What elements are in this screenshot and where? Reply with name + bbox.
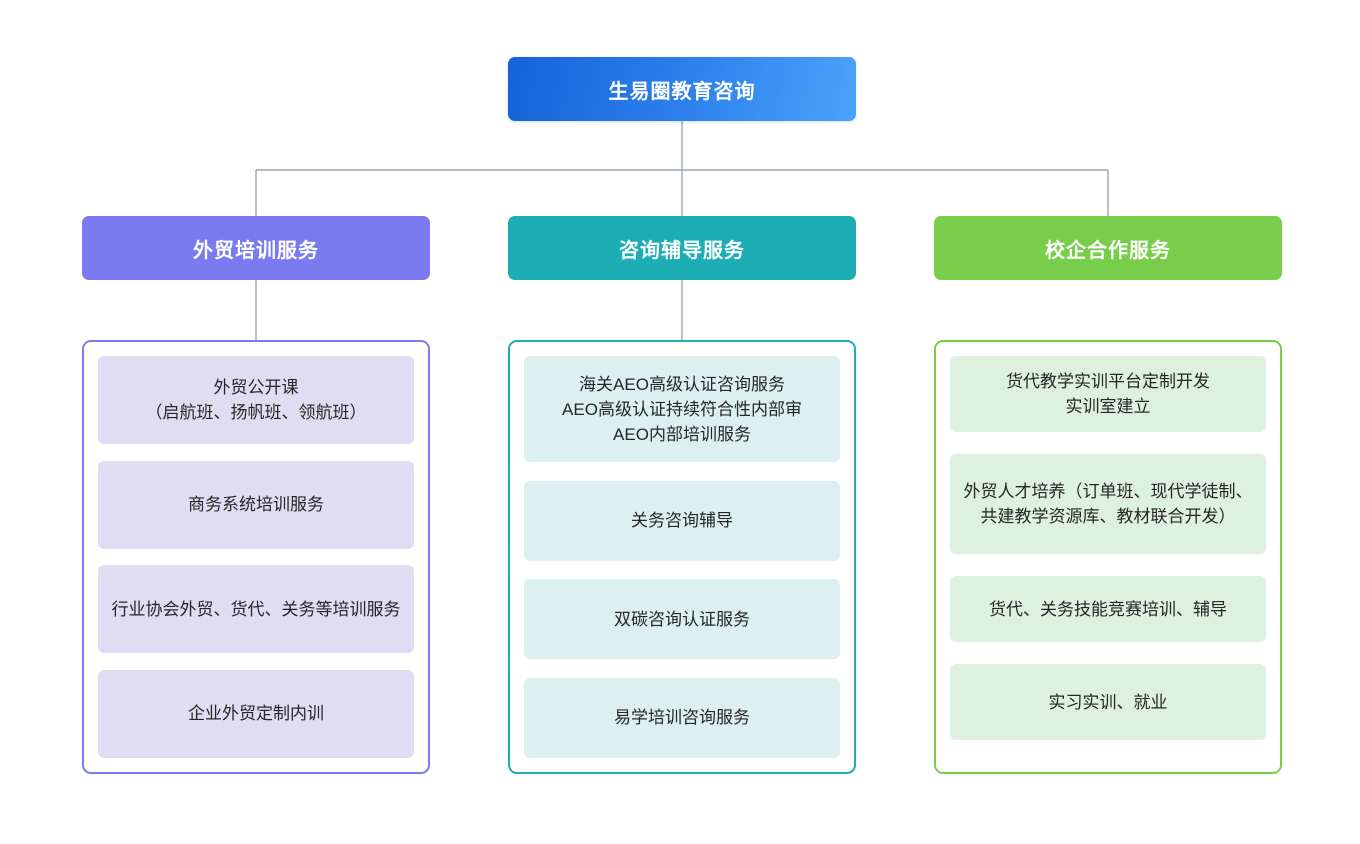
branch-header-waimao-peixun[interactable]: 外贸培训服务 [82,216,430,280]
branch-items-container-xiaoqi-hezuo: 货代教学实训平台定制开发 实训室建立 外贸人才培养（订单班、现代学徒制、共建教学… [934,340,1282,774]
branch-header-label: 校企合作服务 [1045,239,1171,262]
branch-header-xiaoqi-hezuo[interactable]: 校企合作服务 [934,216,1282,280]
leaf-item[interactable]: 货代、关务技能竞赛培训、辅导 [950,576,1266,642]
branch-header-label: 咨询辅导服务 [619,239,745,262]
leaf-item[interactable]: 行业协会外贸、货代、关务等培训服务 [98,565,414,654]
leaf-item[interactable]: 实习实训、就业 [950,664,1266,740]
root-node[interactable]: 生易圈教育咨询 [508,57,856,121]
branch-items-container-waimao-peixun: 外贸公开课 （启航班、扬帆班、领航班） 商务系统培训服务 行业协会外贸、货代、关… [82,340,430,774]
leaf-item[interactable]: 易学培训咨询服务 [524,677,840,758]
leaf-item[interactable]: 企业外贸定制内训 [98,669,414,758]
leaf-item[interactable]: 商务系统培训服务 [98,460,414,549]
leaf-item[interactable]: 双碳咨询认证服务 [524,579,840,660]
leaf-item[interactable]: 外贸人才培养（订单班、现代学徒制、共建教学资源库、教材联合开发） [950,454,1266,554]
leaf-item[interactable]: 海关AEO高级认证咨询服务 AEO高级认证持续符合性内部审 AEO内部培训服务 [524,356,840,462]
branch-header-label: 外贸培训服务 [193,239,319,262]
root-node-label: 生易圈教育咨询 [608,80,756,103]
leaf-item[interactable]: 外贸公开课 （启航班、扬帆班、领航班） [98,356,414,444]
leaf-item[interactable]: 货代教学实训平台定制开发 实训室建立 [950,356,1266,432]
leaf-item[interactable]: 关务咨询辅导 [524,480,840,561]
branch-header-zixun-fudao[interactable]: 咨询辅导服务 [508,216,856,280]
branch-items-container-zixun-fudao: 海关AEO高级认证咨询服务 AEO高级认证持续符合性内部审 AEO内部培训服务 … [508,340,856,774]
